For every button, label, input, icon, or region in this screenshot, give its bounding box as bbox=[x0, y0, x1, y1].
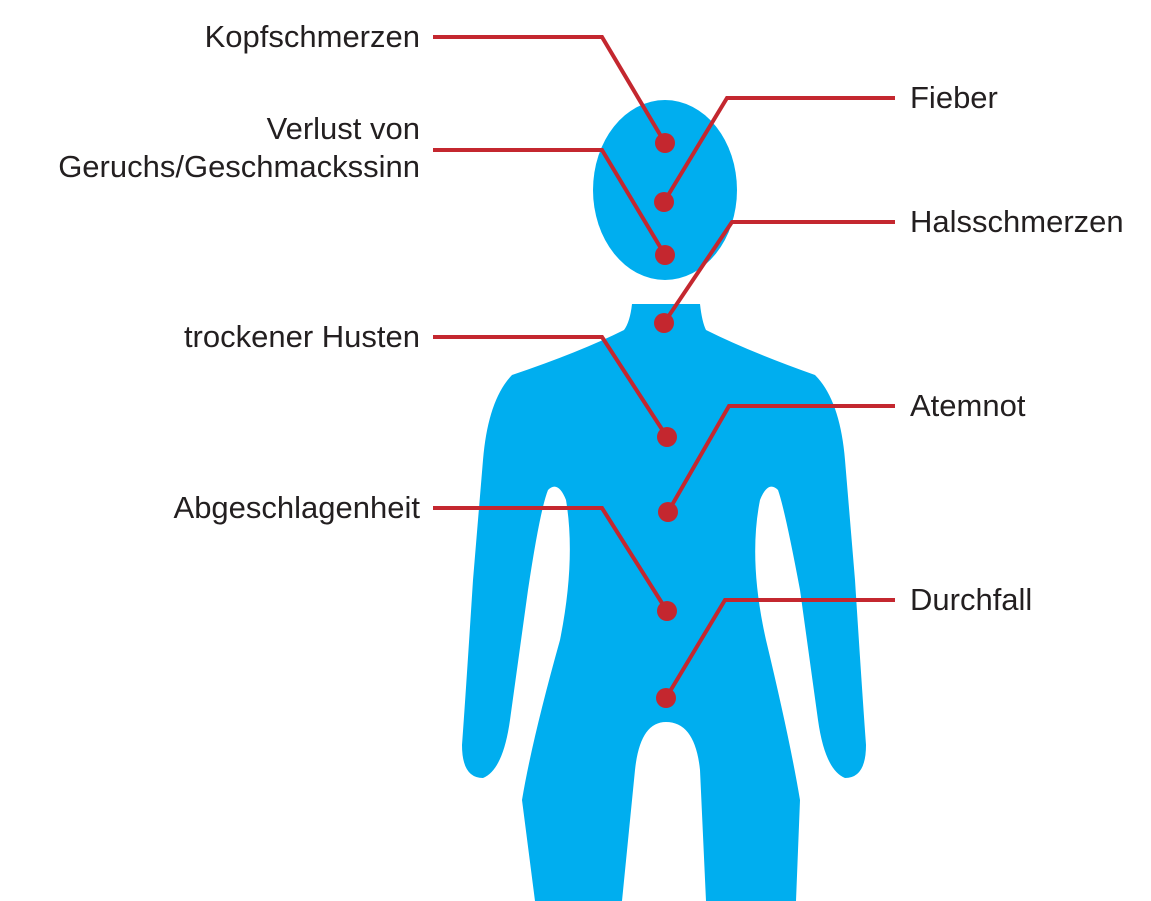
symptom-label-line: Fieber bbox=[910, 79, 998, 117]
symptom-dot-verlust-geruch bbox=[655, 245, 675, 265]
symptom-label-line: Atemnot bbox=[910, 387, 1025, 425]
symptom-dot-atemnot bbox=[658, 502, 678, 522]
symptom-label-line: Abgeschlagenheit bbox=[174, 489, 420, 527]
symptom-dot-durchfall bbox=[656, 688, 676, 708]
symptom-dot-fieber bbox=[654, 192, 674, 212]
symptom-label-fieber: Fieber bbox=[910, 79, 998, 117]
symptom-label-line: Halsschmerzen bbox=[910, 203, 1124, 241]
symptom-label-kopfschmerzen: Kopfschmerzen bbox=[205, 18, 420, 56]
symptom-label-line: Verlust von bbox=[58, 110, 420, 148]
symptom-label-trockener-husten: trockener Husten bbox=[184, 318, 420, 356]
symptom-label-verlust-geruch: Verlust von Geruchs/Geschmackssinn bbox=[58, 110, 420, 186]
symptom-label-durchfall: Durchfall bbox=[910, 581, 1032, 619]
symptom-dot-kopfschmerzen bbox=[655, 133, 675, 153]
symptom-label-line: trockener Husten bbox=[184, 318, 420, 356]
symptom-dot-trockener-husten bbox=[657, 427, 677, 447]
symptom-label-abgeschlagenheit: Abgeschlagenheit bbox=[174, 489, 420, 527]
symptom-label-line: Kopfschmerzen bbox=[205, 18, 420, 56]
symptom-dot-abgeschlagenheit bbox=[657, 601, 677, 621]
symptom-label-atemnot: Atemnot bbox=[910, 387, 1025, 425]
symptom-label-line: Durchfall bbox=[910, 581, 1032, 619]
symptom-dot-halsschmerzen bbox=[654, 313, 674, 333]
symptom-label-halsschmerzen: Halsschmerzen bbox=[910, 203, 1124, 241]
symptom-label-line: Geruchs/Geschmackssinn bbox=[58, 148, 420, 186]
